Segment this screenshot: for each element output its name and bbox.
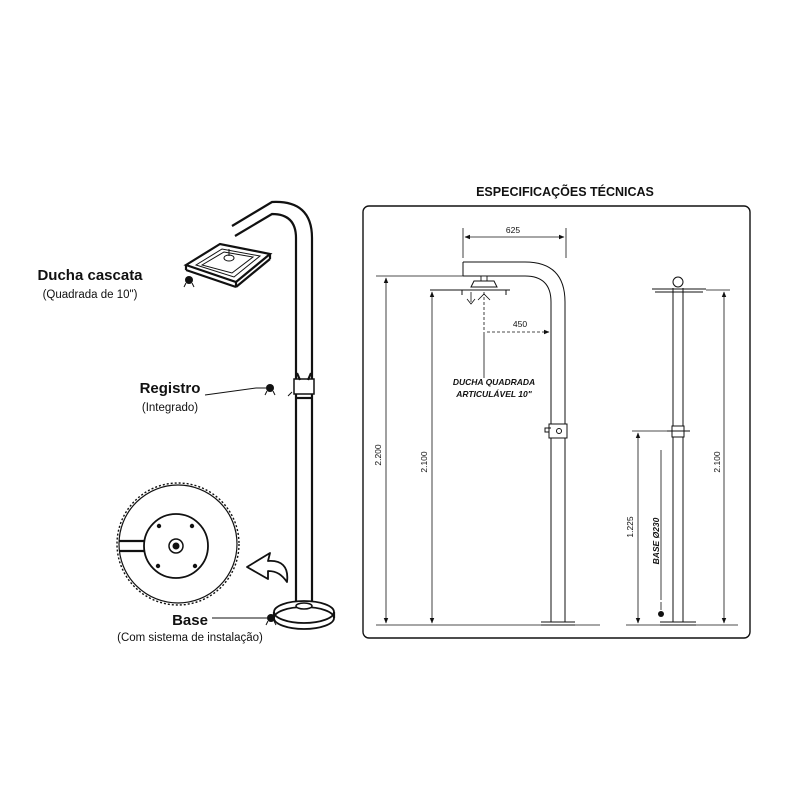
head-note-line2: ARTICULÁVEL 10" — [455, 389, 532, 399]
svg-text:450: 450 — [513, 319, 527, 329]
head-callout: DUCHA QUADRADA ARTICULÁVEL 10" — [453, 292, 535, 399]
svg-text:2.100: 2.100 — [712, 451, 722, 473]
product-illustration: Ducha cascata (Quadrada de 10") Registro… — [37, 200, 336, 644]
svg-text:BASE Ø230: BASE Ø230 — [651, 517, 661, 564]
technical-specifications-panel: ESPECIFICAÇÕES TÉCNICAS — [362, 184, 751, 639]
head-note-line1: DUCHA QUADRADA — [453, 377, 535, 387]
shower-head-sublabel: (Quadrada de 10") — [43, 289, 138, 301]
front-elevation — [376, 261, 600, 626]
svg-text:1.225: 1.225 — [625, 516, 635, 538]
svg-text:2.100: 2.100 — [419, 451, 429, 473]
curved-arrow-icon — [246, 552, 289, 583]
dim-head-offset: 450 — [487, 319, 550, 335]
dim-side-height: 2.100 — [706, 289, 730, 624]
dim-base-diameter: BASE Ø230 — [651, 450, 662, 600]
integrated-valve — [256, 372, 315, 397]
valve-leader-line — [204, 387, 257, 396]
square-shower-head — [183, 242, 273, 289]
base-sublabel: (Com sistema de instalação) — [117, 632, 263, 644]
shower-head-label: Ducha cascata — [37, 267, 143, 284]
base-plate — [258, 600, 336, 630]
specs-frame — [362, 205, 751, 639]
svg-text:2.200: 2.200 — [373, 444, 383, 466]
base-detail-circle — [116, 482, 240, 606]
svg-text:625: 625 — [506, 225, 520, 235]
valve-sublabel: (Integrado) — [142, 402, 198, 414]
specs-title: ESPECIFICAÇÕES TÉCNICAS — [476, 184, 654, 199]
base-label: Base — [172, 612, 208, 629]
dim-total-height: 2.200 — [373, 275, 463, 624]
dim-top-width: 625 — [462, 225, 567, 258]
dim-head-height: 2.100 — [419, 291, 435, 624]
shower-column — [231, 200, 314, 604]
valve-label: Registro — [140, 380, 201, 397]
dim-valve-height: 1.225 — [625, 430, 670, 624]
side-elevation — [626, 276, 738, 626]
